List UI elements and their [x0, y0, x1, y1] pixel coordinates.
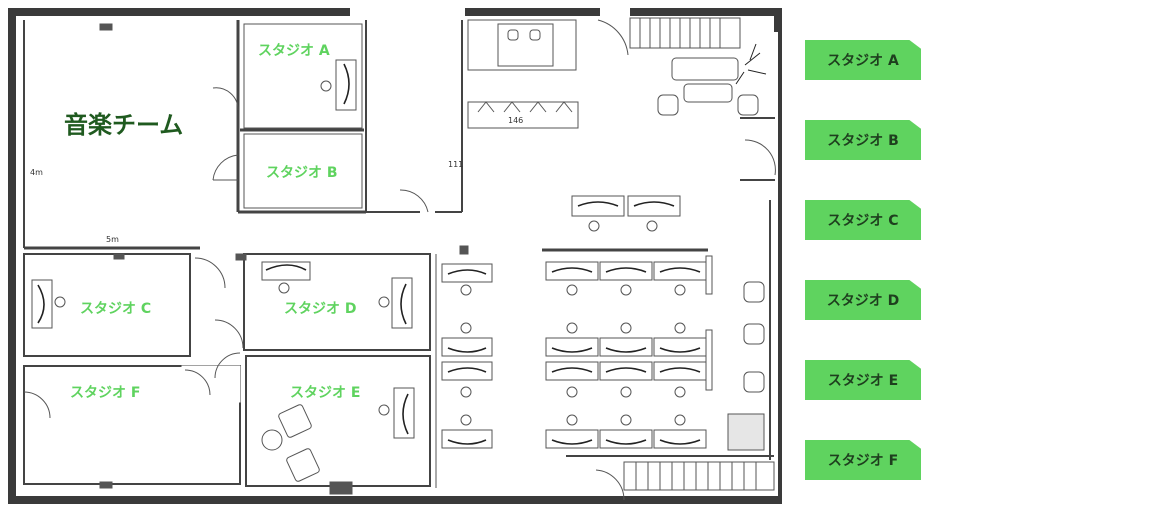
legend-tag-studio-d[interactable]: スタジオ D [805, 280, 921, 320]
legend-tag-studio-e[interactable]: スタジオ E [805, 360, 921, 400]
room-label-studio-e: スタジオ E [290, 385, 361, 401]
room-number-146: 146 [508, 116, 524, 125]
legend-tag-studio-f[interactable]: スタジオ F [805, 440, 921, 480]
room-label-studio-a: スタジオ A [258, 43, 330, 59]
room-label-studio-f: スタジオ F [70, 385, 141, 401]
room-label-studio-b: スタジオ B [266, 165, 338, 181]
music-team-label: 音楽チーム [64, 111, 184, 139]
legend-tag-studio-a[interactable]: スタジオ A [805, 40, 921, 80]
room-label-studio-d: スタジオ D [284, 301, 357, 317]
dimension-vertical: 4m [30, 168, 43, 177]
room-label-studio-c: スタジオ C [80, 301, 152, 317]
dimension-horizontal: 5m [106, 235, 119, 244]
room-number-111: 111 [448, 160, 464, 169]
floor-plan [8, 8, 782, 504]
legend-tag-studio-c[interactable]: スタジオ C [805, 200, 921, 240]
legend-tag-studio-b[interactable]: スタジオ B [805, 120, 921, 160]
